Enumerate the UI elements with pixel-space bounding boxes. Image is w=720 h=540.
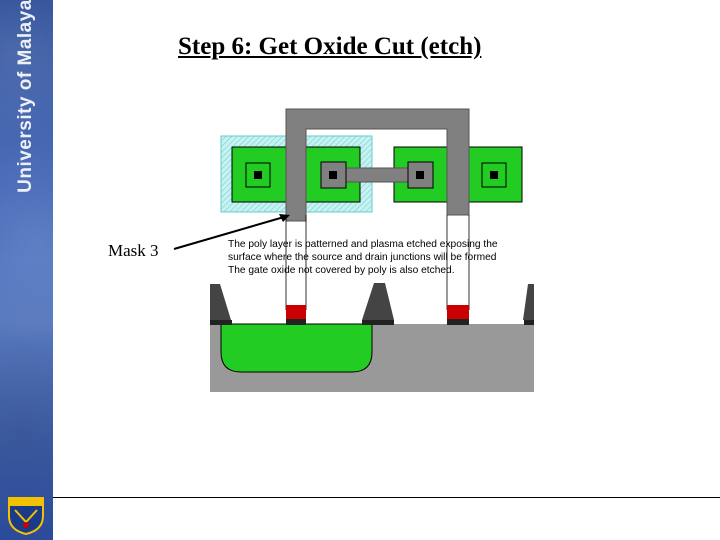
mask-pointer: [173, 214, 290, 250]
oxide-layer: [210, 320, 232, 325]
nwell: [220, 323, 373, 373]
oxide-layer: [524, 320, 534, 325]
poly-gate: [285, 108, 470, 222]
contact-hole: [329, 171, 337, 179]
mask-label: Mask 3: [108, 241, 159, 260]
contact-hole: [416, 171, 424, 179]
description-line: The gate oxide not covered by poly is al…: [228, 264, 455, 276]
step-description: The poly layer is patterned and plasma e…: [228, 239, 528, 277]
field-oxide: [362, 283, 394, 320]
alignment-lines: [285, 215, 470, 310]
sidebar-banner: University of Malaya: [0, 0, 53, 540]
description-line: The poly layer is patterned and plasma e…: [228, 239, 498, 250]
poly-gate-section: [286, 305, 306, 320]
poly-gate-section: [447, 305, 469, 320]
slide-title: Step 6: Get Oxide Cut (etch): [178, 33, 482, 60]
mask-arrow-head: [279, 214, 290, 222]
oxide-layer: [362, 320, 394, 325]
cross-section: [210, 283, 534, 392]
top-view: [220, 108, 523, 222]
contact-hole: [254, 171, 262, 179]
contact-pad: [407, 161, 434, 189]
footer-divider: [53, 497, 720, 498]
field-oxide: [210, 284, 231, 320]
description-line: surface where the source and drain junct…: [228, 251, 497, 263]
mask-arrow-line: [173, 216, 285, 250]
contact-pad: [481, 162, 507, 188]
sidebar-texture: [0, 0, 53, 540]
poly-interconnect: [343, 167, 411, 183]
contact-hole: [490, 171, 498, 179]
gate-oxide: [286, 319, 306, 325]
field-oxide: [523, 284, 534, 320]
university-crest-icon: [8, 497, 44, 536]
gate-oxide: [447, 319, 469, 325]
